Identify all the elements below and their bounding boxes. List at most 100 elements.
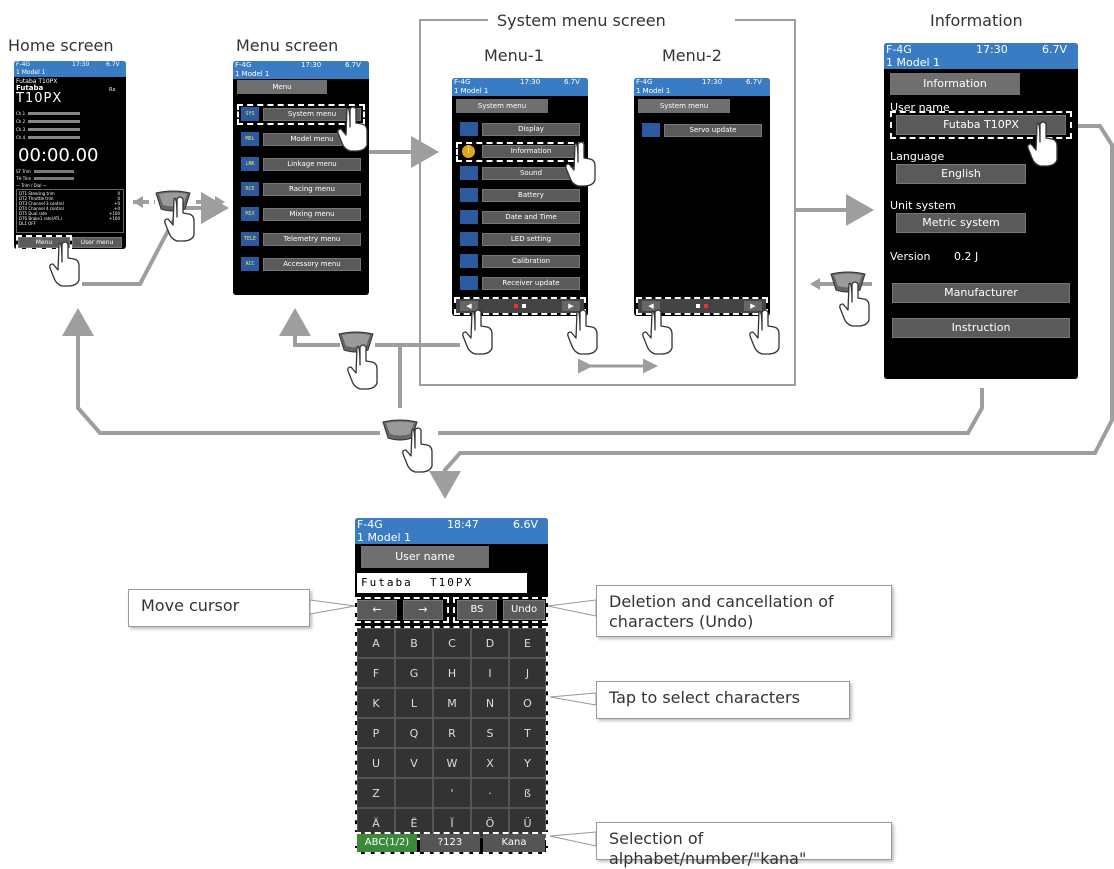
deletion-callout: Deletion and cancellation of characters … (596, 585, 892, 637)
key[interactable]: V (395, 748, 433, 778)
trim-bar (34, 170, 74, 173)
model-name: Futaba T10PX (16, 78, 58, 85)
key[interactable]: Y (509, 748, 546, 778)
racing-icon: RCE (241, 182, 259, 196)
prev-page-button[interactable]: ◀ (642, 301, 660, 311)
timer-display[interactable]: 00:00.00 (18, 145, 99, 166)
nav-highlight (454, 297, 586, 315)
channel-bar (28, 136, 80, 139)
user-name-button[interactable]: Futaba T10PX (896, 115, 1066, 135)
unit-system-label: Unit system (890, 199, 956, 212)
abc-mode-button[interactable]: ABC(1/2) (357, 834, 417, 852)
key[interactable]: W (433, 748, 471, 778)
key[interactable]: E (509, 628, 546, 658)
status-bar: F-4G 17:30 6.7V 1 Model 1 (634, 78, 770, 96)
key[interactable]: N (471, 688, 509, 718)
key[interactable]: G (395, 658, 433, 688)
mode-keys-highlight (355, 832, 548, 854)
name-input[interactable]: Futaba T10PX (357, 573, 527, 593)
user-name-label: User name (890, 101, 950, 114)
key[interactable]: ß (509, 778, 546, 808)
key[interactable]: M (433, 688, 471, 718)
key[interactable]: P (357, 718, 395, 748)
led-setting-button[interactable]: LED setting (482, 233, 580, 246)
key[interactable]: · (471, 778, 509, 808)
update-icon (460, 276, 478, 290)
number-mode-button[interactable]: ?123 (420, 834, 480, 852)
key[interactable]: S (471, 718, 509, 748)
keyboard-screen: F-4G 18:47 6.6V 1 Model 1 User name Futa… (355, 518, 548, 854)
display-icon (460, 122, 478, 136)
next-page-button[interactable]: ▶ (562, 301, 580, 311)
status-bar: F-4G 17:30 6.7V 1 Model 1 (233, 61, 369, 79)
backspace-button[interactable]: BS (457, 600, 497, 620)
calibration-icon (460, 254, 478, 268)
channel-bar (28, 112, 80, 115)
servo-update-button[interactable]: Servo update (664, 124, 762, 137)
info-icon: i (462, 145, 475, 158)
key[interactable]: O (509, 688, 546, 718)
key[interactable]: K (357, 688, 395, 718)
key[interactable]: T (509, 718, 546, 748)
cursor-left-button[interactable]: ← (357, 600, 397, 620)
manufacturer-button[interactable]: Manufacturer (892, 283, 1070, 303)
accessory-menu-button[interactable]: Accessory menu (263, 258, 361, 271)
information-screen: F-4G 17:30 6.7V 1 Model 1 Information Us… (884, 43, 1078, 379)
battery-button[interactable]: Battery (482, 189, 580, 202)
channel-label: Ch.1 (16, 111, 26, 116)
undo-button[interactable]: Undo (503, 600, 545, 620)
calibration-button[interactable]: Calibration (482, 255, 580, 268)
key[interactable]: F (357, 658, 395, 688)
key[interactable]: Q (395, 718, 433, 748)
character-grid: A B C D E F G H I J K L M N O P Q R S T … (357, 628, 546, 838)
key[interactable]: U (357, 748, 395, 778)
move-cursor-callout: Move cursor (128, 589, 310, 627)
selection-callout: Selection of alphabet/number/"kana" (596, 822, 892, 868)
key[interactable]: L (395, 688, 433, 718)
racing-menu-button[interactable]: Racing menu (263, 183, 361, 196)
key-blank[interactable] (395, 778, 433, 808)
t10px-logo: T10PX (16, 91, 63, 106)
menu1-title: Menu-1 (484, 46, 544, 65)
linkage-menu-button[interactable]: Linkage menu (263, 158, 361, 171)
instruction-button[interactable]: Instruction (892, 318, 1070, 338)
kana-mode-button[interactable]: Kana (483, 834, 545, 852)
information-button[interactable]: Information (482, 145, 580, 158)
clock-icon (460, 210, 478, 224)
trim-label: TH Trim (16, 176, 32, 181)
sound-button[interactable]: Sound (482, 167, 580, 180)
menu2-title: Menu-2 (662, 46, 722, 65)
mixing-menu-button[interactable]: Mixing menu (263, 208, 361, 221)
key[interactable]: H (433, 658, 471, 688)
key[interactable]: X (471, 748, 509, 778)
character-grid-highlight (355, 626, 548, 840)
information-title: Information (930, 11, 1023, 30)
key[interactable]: Z (357, 778, 395, 808)
key[interactable]: J (509, 658, 546, 688)
key[interactable]: A (357, 628, 395, 658)
key[interactable]: C (433, 628, 471, 658)
prev-page-button[interactable]: ◀ (460, 301, 478, 311)
battery-icon (460, 188, 478, 202)
next-page-button[interactable]: ▶ (744, 301, 762, 311)
mixing-icon: MIX (241, 207, 259, 221)
key[interactable]: R (433, 718, 471, 748)
accessory-icon: ACC (241, 257, 259, 271)
unit-system-button[interactable]: Metric system (896, 213, 1026, 233)
key[interactable]: I (471, 658, 509, 688)
display-button[interactable]: Display (482, 123, 580, 136)
key[interactable]: D (471, 628, 509, 658)
system-menu-highlight (237, 104, 365, 125)
channel-bar (28, 128, 80, 131)
cursor-right-button[interactable]: → (403, 600, 443, 620)
user-menu-button[interactable]: User menu (72, 237, 122, 248)
telemetry-menu-button[interactable]: Telemetry menu (263, 233, 361, 246)
key[interactable]: B (395, 628, 433, 658)
date-time-button[interactable]: Date and Time (482, 211, 580, 224)
key[interactable]: ' (433, 778, 471, 808)
receiver-update-button[interactable]: Receiver update (482, 277, 580, 290)
language-button[interactable]: English (896, 164, 1026, 184)
model-menu-button[interactable]: Model menu (263, 133, 361, 146)
trim-label: ST Trim (16, 169, 31, 174)
version-label: Version (890, 250, 931, 263)
